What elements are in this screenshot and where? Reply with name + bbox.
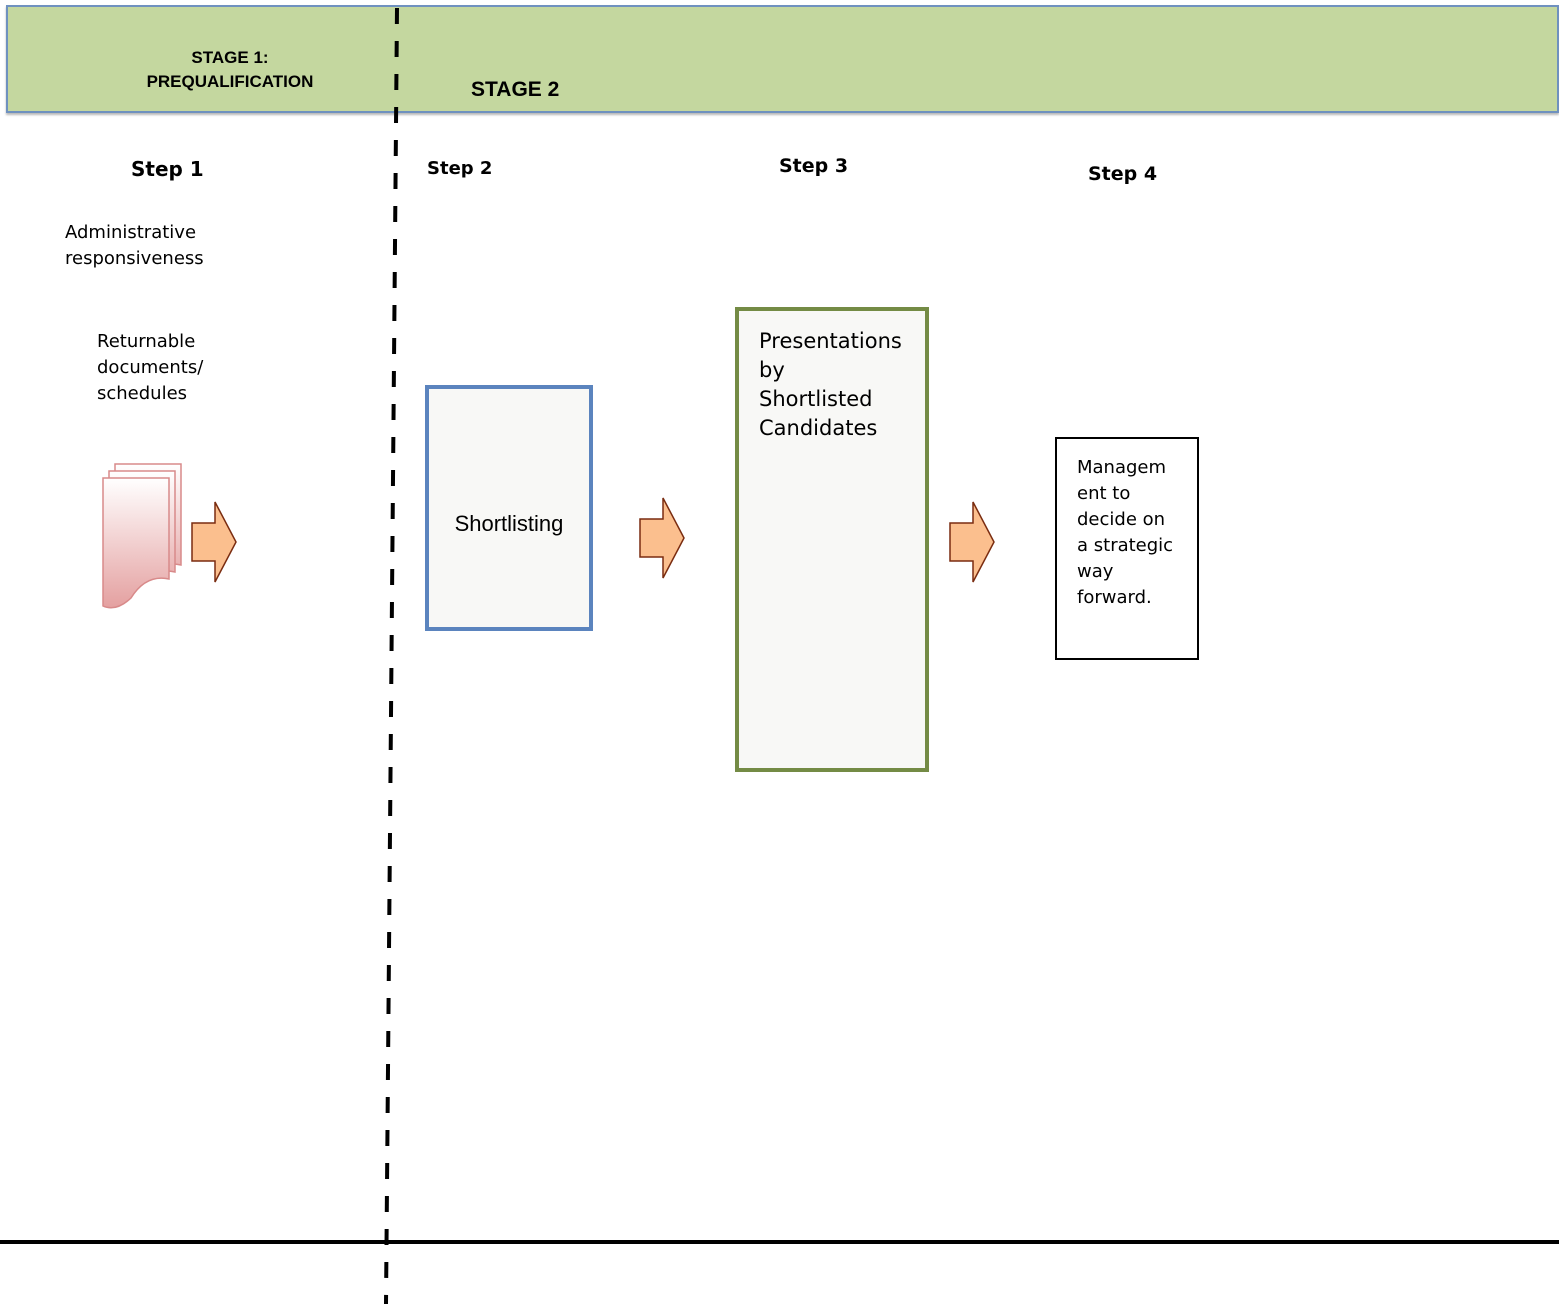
- presentations-line4: Candidates: [759, 416, 878, 440]
- shortlisting-box: Shortlisting: [425, 385, 593, 631]
- management-line4: a strategic: [1077, 535, 1174, 556]
- stage1-label: STAGE 1: PREQUALIFICATION: [100, 46, 360, 94]
- multiple-documents-icon: [102, 463, 182, 609]
- management-line2: ent to: [1077, 483, 1131, 504]
- admin-line2: responsiveness: [65, 248, 204, 269]
- administrative-responsiveness-text: Administrative responsiveness: [65, 220, 204, 272]
- management-line6: forward.: [1077, 587, 1152, 608]
- docs-line1: Returnable: [97, 331, 196, 352]
- presentations-box: Presentations by Shortlisted Candidates: [735, 307, 929, 772]
- stage1-label-line1: STAGE 1:: [191, 48, 269, 67]
- management-line3: decide on: [1077, 509, 1166, 530]
- bottom-divider: [0, 1240, 1559, 1244]
- presentations-line2: by: [759, 358, 785, 382]
- presentations-label: Presentations by Shortlisted Candidates: [759, 327, 919, 443]
- step2-heading: Step 2: [427, 158, 493, 179]
- arrow-step2-to-step3: [639, 497, 685, 579]
- management-line1: Managem: [1077, 457, 1167, 478]
- shortlisting-label: Shortlisting: [454, 511, 564, 536]
- presentations-line3: Shortlisted: [759, 387, 873, 411]
- arrow-step3-to-step4: [949, 501, 995, 583]
- admin-line1: Administrative: [65, 222, 197, 243]
- returnable-documents-text: Returnable documents/ schedules: [97, 329, 203, 407]
- step4-heading: Step 4: [1088, 163, 1158, 185]
- management-label: Managem ent to decide on a strategic way…: [1077, 455, 1187, 611]
- step1-heading: Step 1: [131, 157, 204, 181]
- arrow-step1-to-step2: [191, 501, 237, 583]
- stage2-label: STAGE 2: [471, 78, 560, 101]
- management-line5: way: [1077, 561, 1114, 582]
- docs-line2: documents/: [97, 357, 204, 378]
- presentations-line1: Presentations: [759, 329, 902, 353]
- stage-divider-line: [384, 7, 399, 1304]
- management-decision-box: Managem ent to decide on a strategic way…: [1055, 437, 1199, 660]
- stage-banner: [6, 5, 1559, 113]
- step3-heading: Step 3: [779, 155, 849, 177]
- docs-line3: schedules: [97, 383, 188, 404]
- stage1-label-line2: PREQUALIFICATION: [146, 72, 314, 91]
